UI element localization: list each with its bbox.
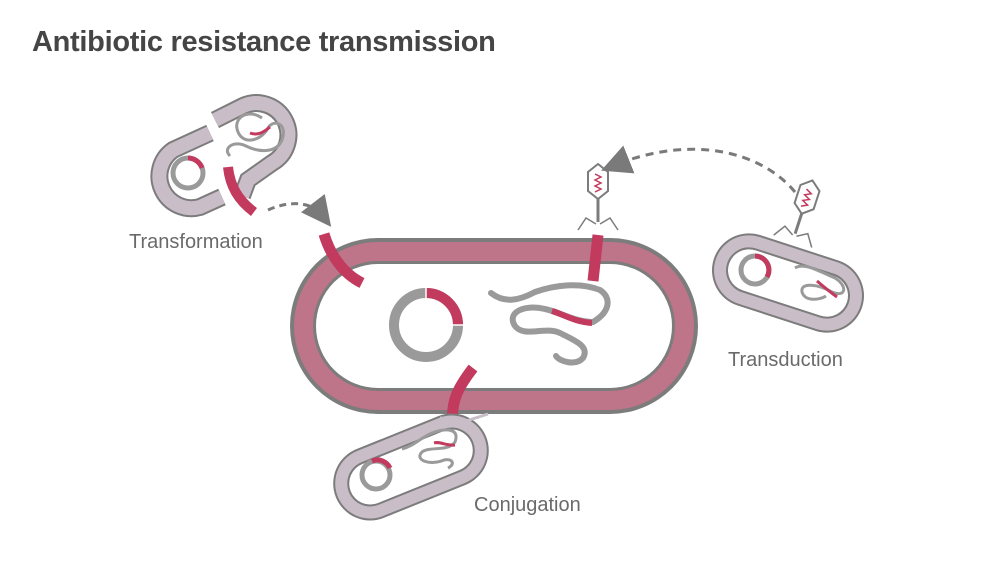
- recipient-bacterium: [290, 232, 698, 426]
- transformation-donor-cell: [150, 94, 298, 218]
- chromosome-icon: [225, 112, 285, 158]
- bacteriophage-donor: [773, 179, 821, 248]
- transduction-donor-cell: [712, 233, 864, 333]
- conjugation-pilus: [439, 412, 489, 423]
- injected-resistance-gene: [587, 234, 604, 282]
- chromosome-icon: [401, 428, 458, 470]
- incoming-resistance-gene: [318, 232, 365, 288]
- label-conjugation: Conjugation: [474, 494, 581, 516]
- chromosome-icon: [488, 282, 611, 366]
- conjugation-donor-contents: [359, 428, 458, 492]
- transformation-arrow: [267, 193, 332, 227]
- diagram-title: Antibiotic resistance transmission: [32, 26, 496, 58]
- released-resistance-gene: [223, 166, 258, 216]
- label-transformation: Transformation: [129, 231, 263, 253]
- label-transduction: Transduction: [728, 349, 843, 371]
- bacteriophage-attached: [577, 162, 619, 231]
- transduction-arrow: [601, 145, 797, 193]
- transduction-donor-contents: [738, 253, 846, 301]
